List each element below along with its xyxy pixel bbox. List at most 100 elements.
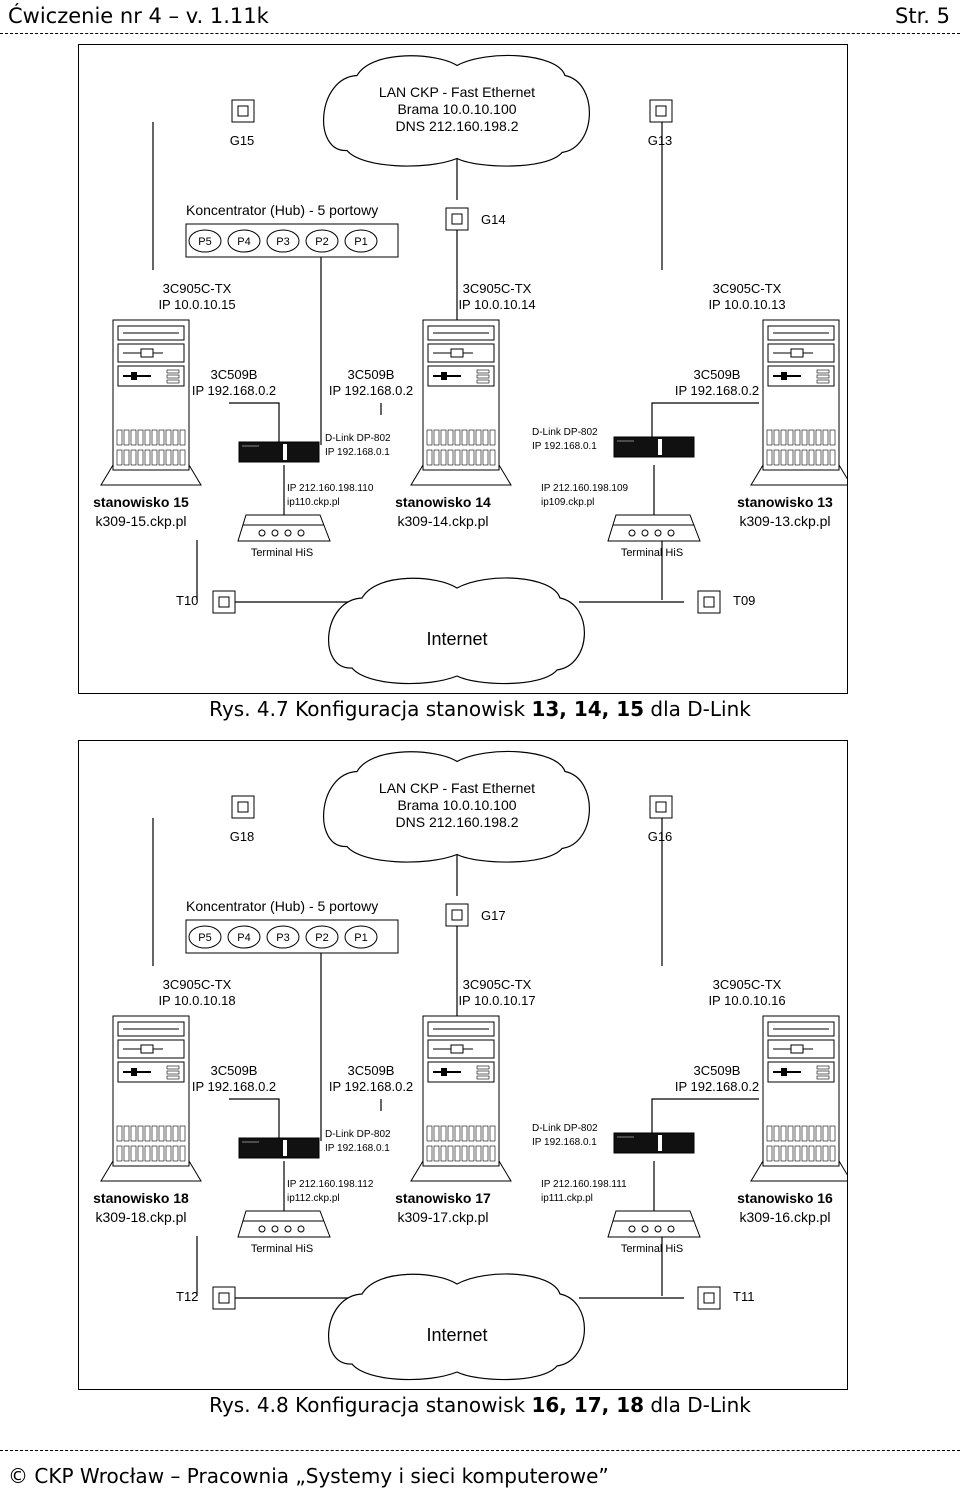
dlink-label: D-Link DP-802 xyxy=(325,1129,391,1140)
isa-card-label: 3C509B xyxy=(211,1063,258,1078)
station-name: stanowisko 16 xyxy=(737,1190,833,1206)
isa-card-label: IP 192.168.0.2 xyxy=(675,1079,759,1094)
lan-cloud-shape xyxy=(323,750,590,863)
dlink-label: IP 192.168.0.1 xyxy=(532,441,597,452)
station-name: stanowisko 15 xyxy=(93,494,189,510)
hub-port-label: P4 xyxy=(237,932,250,944)
hub-port-shape xyxy=(188,925,222,949)
footer-text: CKP Wrocław – Pracownia „Systemy i sieci… xyxy=(34,1464,609,1488)
station-host: k309-15.ckp.pl xyxy=(95,513,186,529)
hub-port-shape xyxy=(266,925,300,949)
caption-stations: 16, 17, 18 xyxy=(531,1393,645,1417)
outlet-label: T10 xyxy=(176,593,198,608)
terminal-modem-icon xyxy=(237,514,331,542)
terminal-modem-icon xyxy=(607,1210,701,1238)
isa-card-label: IP 192.168.0.2 xyxy=(192,383,276,398)
terminal-modem-icon xyxy=(237,1210,331,1238)
line-isa-left xyxy=(229,1098,280,1141)
network-outlet-icon xyxy=(231,795,255,819)
hub-port-shape xyxy=(188,229,222,253)
nic-label: IP 10.0.10.16 xyxy=(708,993,785,1008)
dlink-router-icon xyxy=(238,441,320,463)
hub-port-label: P1 xyxy=(354,932,367,944)
lan-cloud-label: Brama 10.0.10.100 xyxy=(397,101,516,117)
page-number: Str. 5 xyxy=(895,4,950,28)
line-isa-left xyxy=(229,402,280,445)
network-outlet-icon xyxy=(231,99,255,123)
nic-label: 3C905C-TX xyxy=(163,281,232,296)
hub-port-shape xyxy=(305,925,339,949)
modem-ip-label: IP 212.160.198.111 xyxy=(541,1179,627,1190)
figure-caption-1: Rys. 4.7 Konfiguracja stanowisk 13, 14, … xyxy=(0,697,960,721)
internet-label: Internet xyxy=(426,629,487,649)
caption-stations: 13, 14, 15 xyxy=(531,697,645,721)
hub-port-label: P1 xyxy=(354,236,367,248)
station-name: stanowisko 14 xyxy=(395,494,491,510)
outlet-label: G17 xyxy=(481,908,506,923)
internet-cloud-shape xyxy=(328,1273,585,1381)
dlink-label: D-Link DP-802 xyxy=(532,427,598,438)
header-divider xyxy=(0,33,960,34)
isa-card-label: 3C509B xyxy=(694,367,741,382)
network-outlet-icon xyxy=(649,795,673,819)
copyright-icon: © xyxy=(8,1464,28,1488)
nic-label: 3C905C-TX xyxy=(463,281,532,296)
nic-label: IP 10.0.10.17 xyxy=(458,993,535,1008)
isa-card-label: IP 192.168.0.2 xyxy=(329,1079,413,1094)
computer-tower-icon xyxy=(750,319,847,486)
station-name: stanowisko 13 xyxy=(737,494,833,510)
outlet-label: T11 xyxy=(733,1289,754,1304)
isa-card-label: IP 192.168.0.2 xyxy=(329,383,413,398)
hub-port-label: P3 xyxy=(276,236,289,248)
hub-port-label: P2 xyxy=(315,236,328,248)
hub-port-shape xyxy=(227,229,261,253)
internet-cloud-shape xyxy=(328,577,585,685)
dlink-label: D-Link DP-802 xyxy=(325,433,391,444)
network-outlet-icon xyxy=(212,590,236,614)
hub-port-label: P5 xyxy=(198,236,211,248)
network-outlet-icon xyxy=(212,1286,236,1310)
isa-card-label: 3C509B xyxy=(694,1063,741,1078)
terminal-label: Terminal HiS xyxy=(621,547,683,559)
outlet-label: T09 xyxy=(733,593,755,608)
lan-cloud-label: Brama 10.0.10.100 xyxy=(397,797,516,813)
lan-cloud-label: DNS 212.160.198.2 xyxy=(396,118,519,134)
modem-ip-label: ip112.ckp.pl xyxy=(287,1193,340,1204)
isa-card-label: IP 192.168.0.2 xyxy=(675,383,759,398)
caption-text: Rys. 4.7 Konfiguracja stanowisk xyxy=(209,697,532,721)
dlink-router-icon xyxy=(238,1137,320,1159)
hub-title: Koncentrator (Hub) - 5 portowy xyxy=(186,898,378,914)
lan-cloud-label: LAN CKP - Fast Ethernet xyxy=(379,780,535,796)
figure-caption-2: Rys. 4.8 Konfiguracja stanowisk 16, 17, … xyxy=(0,1393,960,1417)
nic-label: 3C905C-TX xyxy=(713,977,782,992)
modem-ip-label: IP 212.160.198.112 xyxy=(287,1179,374,1190)
dlink-label: IP 192.168.0.1 xyxy=(325,1143,390,1154)
internet-label: Internet xyxy=(426,1325,487,1345)
modem-ip-label: ip109.ckp.pl xyxy=(541,497,594,508)
terminal-label: Terminal HiS xyxy=(251,547,313,559)
lan-cloud-label: LAN CKP - Fast Ethernet xyxy=(379,84,535,100)
lan-cloud-shape xyxy=(323,54,590,167)
hub-port-shape xyxy=(344,229,378,253)
hub-port-shape xyxy=(344,925,378,949)
computer-tower-icon xyxy=(410,1015,512,1182)
terminal-label: Terminal HiS xyxy=(621,1243,683,1255)
network-outlet-icon xyxy=(649,99,673,123)
hub-port-label: P2 xyxy=(315,932,328,944)
computer-tower-icon xyxy=(100,319,202,486)
network-outlet-icon xyxy=(697,590,721,614)
hub-title: Koncentrator (Hub) - 5 portowy xyxy=(186,202,378,218)
lan-cloud-label: DNS 212.160.198.2 xyxy=(396,814,519,830)
page-footer: © CKP Wrocław – Pracownia „Systemy i sie… xyxy=(8,1464,609,1488)
outlet-label: G18 xyxy=(230,829,255,844)
hub-port-shape xyxy=(227,925,261,949)
nic-label: IP 10.0.10.14 xyxy=(458,297,535,312)
outlet-label: G16 xyxy=(648,829,673,844)
dlink-label: D-Link DP-802 xyxy=(532,1123,598,1134)
computer-tower-icon xyxy=(750,1015,847,1182)
isa-card-label: 3C509B xyxy=(348,367,395,382)
dlink-router-icon xyxy=(613,1132,695,1154)
